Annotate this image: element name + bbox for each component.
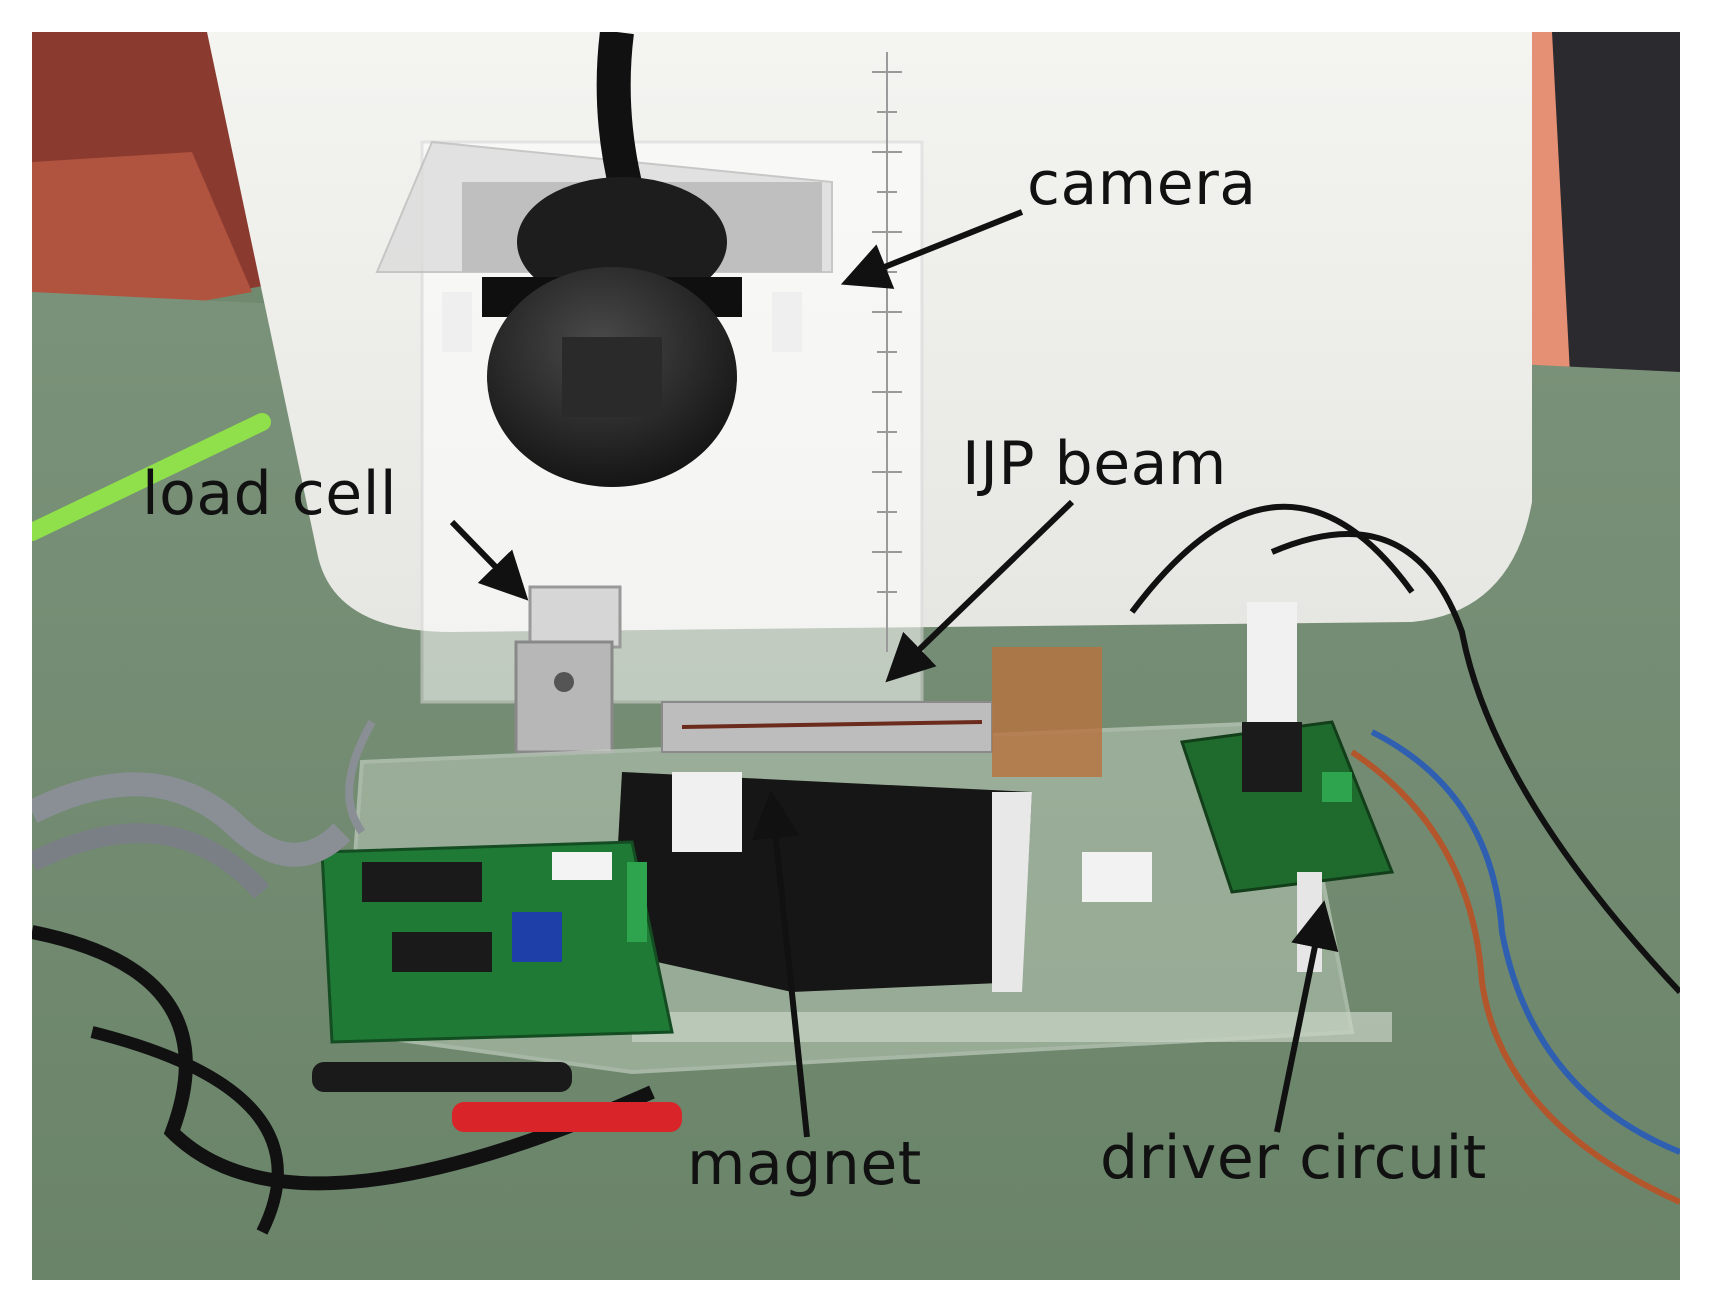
base-edge	[632, 1012, 1392, 1042]
driver-capacitor	[1247, 602, 1297, 732]
grey-cable-coil	[32, 772, 351, 867]
driver-blue-wire	[1370, 729, 1680, 1155]
board-chip-1	[362, 862, 482, 902]
driver-terminal	[1322, 772, 1352, 802]
driver-black-wire	[1129, 503, 1415, 614]
white-spacer	[1082, 852, 1152, 902]
grey-cable-coil-2	[32, 823, 270, 899]
black-cable-coil-2	[90, 1026, 284, 1235]
magnet-white-edge	[992, 792, 1032, 992]
camera-cable	[596, 32, 644, 197]
driver-chip	[1242, 722, 1302, 792]
board-chip-2	[392, 932, 492, 972]
ijp-beam-trace	[681, 720, 983, 729]
camera-arrow	[840, 209, 1024, 289]
driver-black-wire-2	[1270, 531, 1680, 995]
load-cell-arrow	[449, 519, 529, 601]
green-stick	[32, 413, 271, 541]
magnet-arrow	[751, 790, 810, 1138]
camera-label: camera	[1027, 149, 1257, 219]
left-wall-floor	[32, 152, 252, 332]
black-cable-coil	[32, 925, 655, 1191]
magnet-label: magnet	[687, 1129, 922, 1199]
photo-scene	[32, 32, 1680, 1280]
photograph-experimental-setup: camera load cell IJP beam magnet driver …	[32, 32, 1680, 1280]
black-plug	[312, 1062, 572, 1092]
magnet-holder	[672, 772, 742, 852]
load-cell-top	[528, 585, 622, 649]
ijp-beam-label: IJP beam	[962, 429, 1227, 499]
right-dark-object	[1552, 32, 1680, 432]
load-cell-label: load cell	[142, 459, 398, 529]
driver-circuit-arrow	[1274, 900, 1339, 1133]
load-cell-screw	[554, 672, 574, 692]
red-plug	[452, 1102, 682, 1132]
board-potentiometer	[512, 912, 562, 962]
mount-post-left	[442, 292, 472, 352]
mount-post-right	[772, 292, 802, 352]
load-cell-body	[514, 640, 614, 754]
board-terminal	[627, 862, 647, 942]
driver-brown-wire	[1350, 749, 1680, 1205]
ijp-beam-arrow	[885, 499, 1075, 683]
copper-clamp	[992, 647, 1102, 777]
grey-cable	[345, 720, 376, 835]
board-label	[552, 852, 612, 880]
driver-circuit-label: driver circuit	[1100, 1123, 1487, 1193]
camera-ce-plate	[562, 337, 662, 417]
